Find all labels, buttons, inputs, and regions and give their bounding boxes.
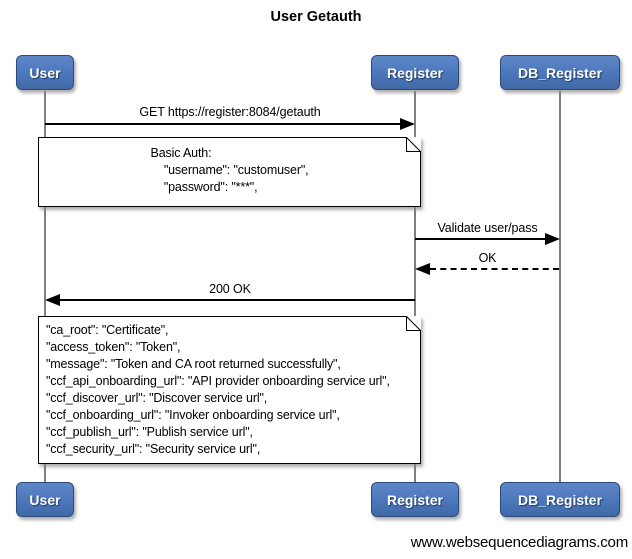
folded-corner-icon [406, 137, 421, 152]
actor-label: DB_Register [517, 64, 603, 81]
watermark-text: www.websequencediagrams.com [410, 534, 628, 551]
arrowhead-right-icon [545, 233, 560, 245]
message-label-ok: OK [478, 251, 497, 265]
diagram-title: User Getauth [270, 9, 362, 25]
actor-box-user-top: User [16, 55, 74, 90]
message-label-200-ok: 200 OK [209, 282, 251, 296]
arrowhead-left-icon [45, 294, 60, 306]
arrowhead-left-icon [415, 263, 430, 275]
note-line: "ccf_api_onboarding_url": "API provider … [46, 374, 390, 388]
lifeline-user [44, 91, 46, 483]
note-line: "ccf_security_url": "Security service ur… [46, 442, 261, 456]
actor-label: Register [386, 64, 444, 81]
actor-box-db-register-top: DB_Register [500, 55, 620, 90]
note-line: "message": "Token and CA root returned s… [46, 357, 341, 371]
actor-label: DB_Register [517, 491, 603, 508]
lifeline-register [414, 91, 416, 483]
message-line-ok [430, 268, 559, 270]
arrowhead-right-icon [400, 118, 415, 130]
actor-box-register-top: Register [371, 55, 459, 90]
note-line: "access_token": "Token", [46, 340, 181, 354]
actor-label: Register [386, 491, 444, 508]
actor-label: User [29, 64, 61, 81]
actor-box-register-bottom: Register [371, 482, 459, 517]
folded-corner-icon [406, 316, 421, 331]
note-line: "username": "customuser", [150, 163, 309, 177]
actor-box-user-bottom: User [16, 482, 74, 517]
message-line-200-ok [60, 299, 415, 301]
note-text-block: Basic Auth: "username": "customuser", "p… [151, 145, 309, 196]
note-basic-auth: Basic Auth: "username": "customuser", "p… [38, 137, 421, 207]
note-response-body: "ca_root": "Certificate", "access_token"… [38, 316, 421, 464]
note-line: "ccf_discover_url": "Discover service ur… [46, 391, 268, 405]
lifeline-db-register [559, 91, 561, 483]
actor-label: User [29, 491, 61, 508]
message-line-validate [415, 238, 546, 240]
note-line: "ccf_publish_url": "Publish service url"… [46, 425, 253, 439]
actor-box-db-register-bottom: DB_Register [500, 482, 620, 517]
message-label-validate: Validate user/pass [437, 221, 538, 235]
message-line-getauth [45, 123, 401, 125]
note-line: "ca_root": "Certificate", [46, 323, 169, 337]
note-line: "ccf_onboarding_url": "Invoker onboardin… [46, 408, 340, 422]
message-label-getauth: GET https://register:8084/getauth [139, 105, 321, 119]
note-line: "password": "***", [150, 180, 258, 194]
note-line: Basic Auth: [150, 146, 212, 160]
